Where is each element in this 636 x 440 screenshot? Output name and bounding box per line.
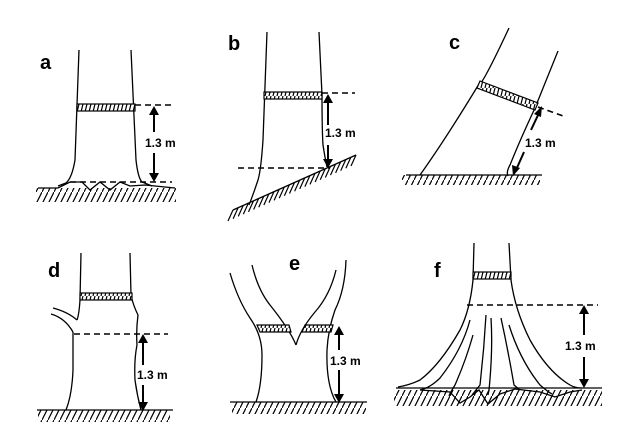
measurement-label-b: 1.3 m: [325, 126, 356, 140]
ground-hatch-mark: [283, 184, 290, 197]
trunk-right-c: [506, 50, 559, 177]
ground-hatch-mark: [247, 200, 255, 213]
panel-label-c: c: [449, 32, 460, 54]
trunk-right-a: [130, 49, 153, 187]
dbh-tape-band-e-right: [301, 324, 334, 333]
measurement-label-d: 1.3 m: [137, 368, 168, 382]
branch-stub-d: [50, 307, 78, 333]
ground-hatch-f: [394, 390, 602, 406]
stem-left-inner-e: [251, 264, 297, 346]
measurement-label-a: 1.3 m: [145, 136, 176, 150]
ground-hatch-mark: [335, 161, 342, 174]
trunk-right-d: [129, 252, 142, 411]
ground-hatch-a: [36, 188, 176, 202]
measurement-arrow-b: [323, 94, 333, 168]
measurement-arrow-a: [149, 106, 159, 182]
panel-b: b 1.3 m: [227, 31, 357, 222]
ground-hatch-d: [38, 410, 170, 422]
panel-label-e: e: [289, 253, 300, 275]
ground-hatch-mark: [329, 163, 337, 176]
stem-right-inner-e: [295, 269, 337, 346]
ground-hatch-mark: [340, 159, 347, 171]
dbh-tape-band-d: [79, 292, 133, 301]
measurement-arrow-d: [138, 334, 148, 411]
trunk-left-lower-d: [65, 332, 74, 411]
ground-hatch-mark: [350, 154, 357, 167]
trunk-right-f: [508, 242, 583, 389]
panel-label-b: b: [228, 33, 240, 55]
trunk-left-d: [76, 252, 82, 321]
trunk-left-a: [57, 49, 80, 187]
panel-label-f: f: [434, 260, 441, 282]
ground-hatch-b: [227, 154, 357, 222]
measurement-label-e: 1.3 m: [330, 354, 361, 368]
panel-a: a 1.3 m: [36, 49, 176, 202]
trunk-left-b: [248, 31, 268, 206]
panel-label-a: a: [40, 52, 52, 74]
panel-label-d: d: [48, 260, 60, 282]
dbh-tape-band-f: [472, 271, 512, 280]
ground-hatch-mark: [288, 182, 296, 194]
ground-hatch-mark: [319, 168, 326, 180]
ground-hatch-mark: [258, 196, 265, 208]
measurement-label-f: 1.3 m: [565, 339, 596, 353]
panel-f: f 1.3 m: [394, 242, 602, 406]
ground-hatch-mark: [268, 191, 275, 203]
ground-hatch-mark: [309, 173, 316, 185]
ground-hatch-mark: [227, 209, 234, 222]
measurement-arrow-e: [334, 326, 344, 403]
panel-e: e 1.3 m: [229, 253, 367, 414]
ground-hatch-mark: [299, 177, 306, 190]
ground-hatch-mark: [273, 189, 280, 201]
ground-hatch-mark: [314, 170, 321, 183]
ground-hatch-mark: [237, 205, 244, 217]
dbh-reference-line-c: [537, 106, 567, 118]
ground-hatch-mark: [304, 175, 311, 187]
ground-hatch-mark: [345, 157, 352, 169]
stem-left-outer-e: [229, 272, 263, 403]
dbh-tape-band-b: [263, 91, 323, 100]
dbh-tape-band-a: [76, 103, 136, 112]
trunk-left-f: [397, 242, 475, 388]
panel-d: d 1.3 m: [37, 252, 173, 422]
ground-hatch-mark: [242, 202, 249, 215]
dbh-tape-band-c: [476, 80, 539, 111]
ground-surface-a: [38, 181, 176, 191]
measurement-label-c: 1.3 m: [525, 136, 556, 150]
trunk-left-c: [419, 27, 510, 176]
panel-c: c 1.3 m: [402, 27, 567, 185]
ground-hatch-mark: [263, 193, 270, 206]
ground-hatch-mark: [294, 179, 301, 192]
measurement-arrow-f: [579, 305, 589, 388]
ground-hatch-mark: [324, 166, 331, 178]
ground-hatch-mark: [253, 198, 260, 210]
dbh-tape-band-e-left: [256, 324, 292, 333]
ground-hatch-e: [232, 402, 366, 414]
ground-hatch-mark: [278, 186, 285, 199]
measurement-arrow-c: [512, 106, 542, 176]
ground-hatch-mark: [232, 207, 239, 219]
ground-hatch-c: [402, 175, 540, 185]
